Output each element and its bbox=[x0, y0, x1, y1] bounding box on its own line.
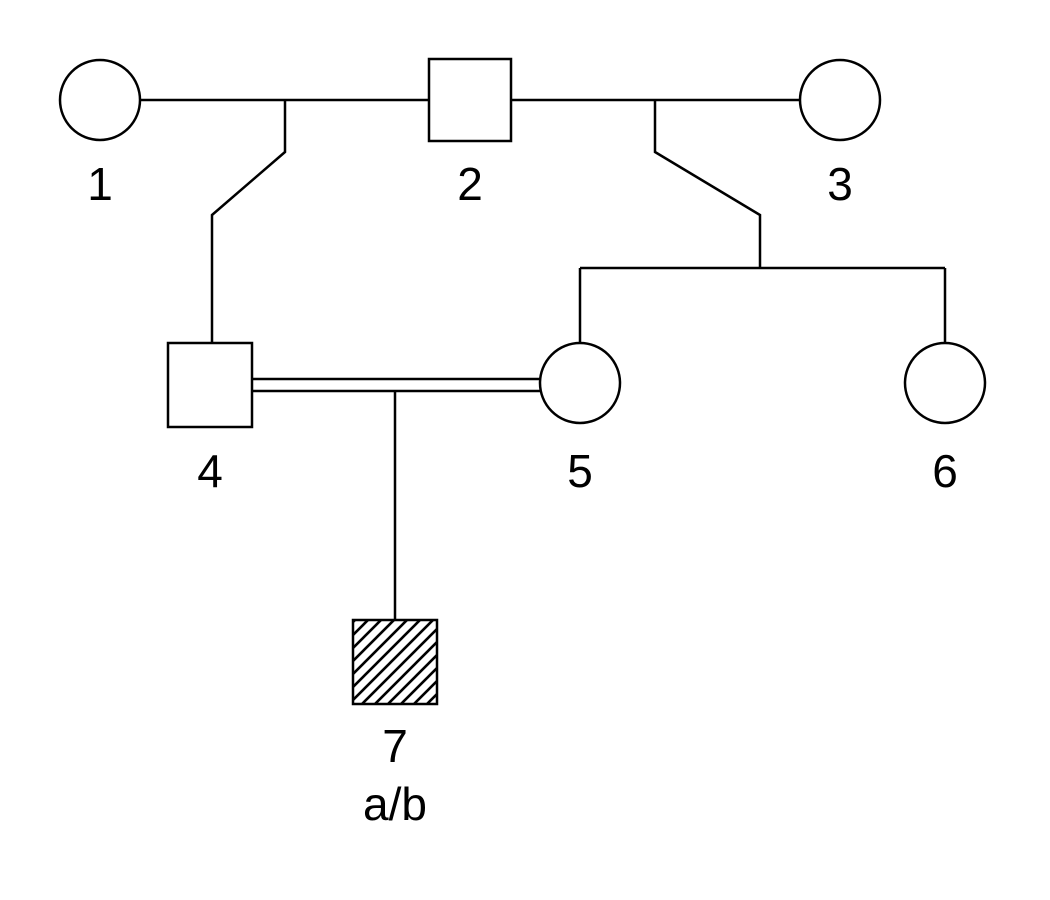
individual-3-female-circle bbox=[798, 58, 882, 142]
individual-4-male-square bbox=[166, 341, 254, 429]
individual-3-label: 3 bbox=[827, 158, 853, 210]
individual-6-label: 6 bbox=[932, 445, 958, 497]
individual-7-genotype-label: a/b bbox=[363, 778, 427, 830]
individual-7-affected-male-square bbox=[351, 618, 439, 706]
individual-2-label: 2 bbox=[457, 158, 483, 210]
descent-line-to-sibship bbox=[653, 100, 762, 268]
individual-1-label: 1 bbox=[87, 158, 113, 210]
individual-7-label: 7 bbox=[382, 720, 408, 772]
individual-5-female-circle bbox=[538, 341, 622, 425]
individual-4-label: 4 bbox=[197, 445, 223, 497]
individual-2-male-square bbox=[427, 57, 513, 143]
descent-line-to-4 bbox=[210, 100, 287, 343]
individual-6-female-circle bbox=[903, 341, 987, 425]
individual-5-label: 5 bbox=[567, 445, 593, 497]
individual-1-female-circle bbox=[58, 58, 142, 142]
